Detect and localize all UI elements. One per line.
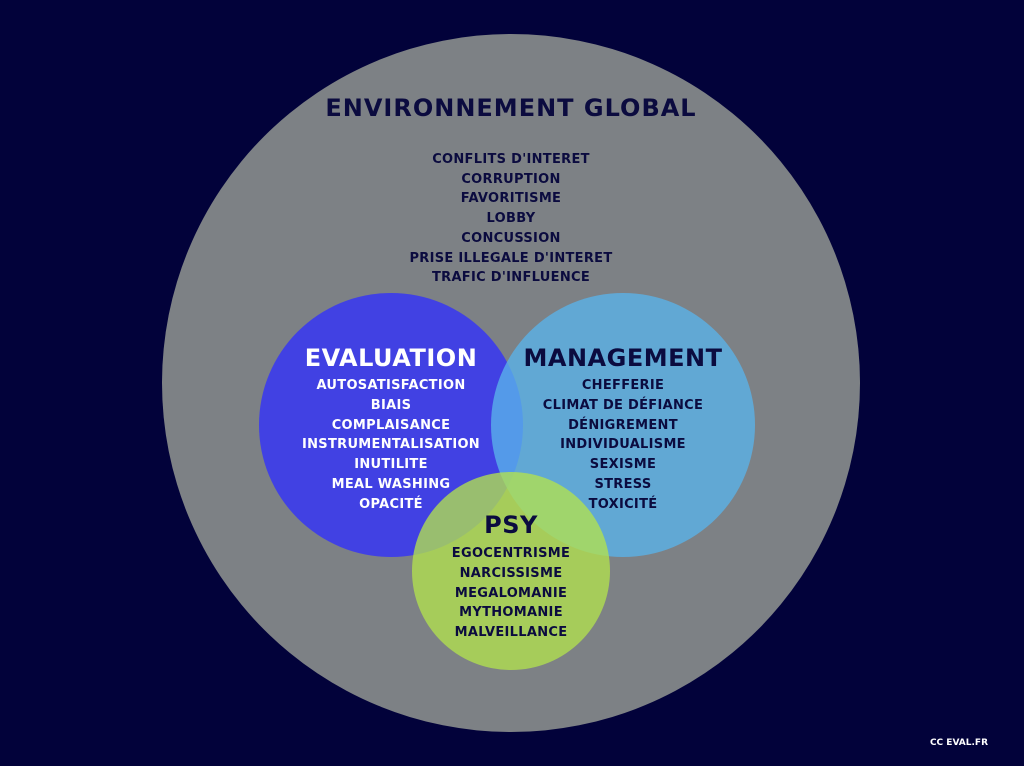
- evaluation-item: INUTILITE: [354, 457, 428, 472]
- credit-text: CC EVAL.FR: [930, 738, 988, 748]
- management-list: CHEFFERIE CLIMAT DE DÉFIANCE DÉNIGREMENT…: [543, 378, 703, 512]
- psy-item: NARCISSISME: [460, 566, 563, 581]
- global-item: CONCUSSION: [461, 231, 560, 246]
- evaluation-title: EVALUATION: [305, 344, 478, 372]
- management-item: CHEFFERIE: [582, 378, 664, 393]
- management-item: DÉNIGREMENT: [568, 417, 678, 433]
- evaluation-item: INSTRUMENTALISATION: [302, 437, 480, 452]
- global-item: PRISE ILLEGALE D'INTERET: [409, 251, 612, 266]
- evaluation-item: OPACITÉ: [359, 496, 423, 512]
- global-item: FAVORITISME: [461, 191, 561, 206]
- psy-title: PSY: [484, 511, 538, 539]
- evaluation-item: BIAIS: [371, 398, 412, 413]
- psy-item: MEGALOMANIE: [455, 586, 567, 601]
- evaluation-item: AUTOSATISFACTION: [316, 378, 465, 393]
- global-item: LOBBY: [487, 211, 536, 226]
- management-item: CLIMAT DE DÉFIANCE: [543, 397, 703, 413]
- psy-item: MALVEILLANCE: [455, 625, 568, 640]
- evaluation-item: COMPLAISANCE: [332, 418, 451, 433]
- psy-list: EGOCENTRISME NARCISSISME MEGALOMANIE MYT…: [452, 546, 570, 640]
- management-item: SEXISME: [590, 457, 656, 472]
- management-item: TOXICITÉ: [589, 496, 658, 512]
- evaluation-list: AUTOSATISFACTION BIAIS COMPLAISANCE INST…: [302, 378, 480, 512]
- global-item: CORRUPTION: [461, 172, 560, 187]
- management-title: MANAGEMENT: [524, 344, 723, 372]
- evaluation-item: MEAL WASHING: [332, 477, 451, 492]
- psy-item: MYTHOMANIE: [459, 605, 563, 620]
- psy-item: EGOCENTRISME: [452, 546, 570, 561]
- management-item: STRESS: [594, 477, 651, 492]
- global-environment-list: CONFLITS D'INTERET CORRUPTION FAVORITISM…: [409, 152, 612, 285]
- psy-circle: [412, 472, 610, 670]
- management-item: INDIVIDUALISME: [560, 437, 686, 452]
- global-item: TRAFIC D'INFLUENCE: [432, 270, 590, 285]
- global-item: CONFLITS D'INTERET: [432, 152, 590, 167]
- global-environment-title: ENVIRONNEMENT GLOBAL: [325, 94, 696, 122]
